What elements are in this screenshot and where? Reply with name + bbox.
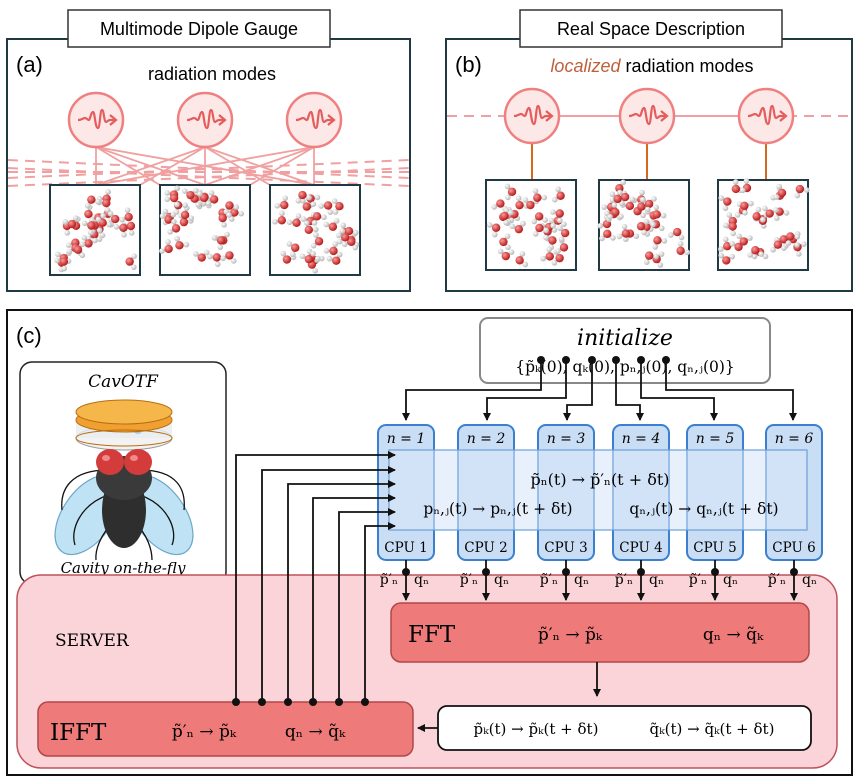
cpu-output-q-2: qₙ bbox=[494, 572, 509, 588]
ifft-box bbox=[37, 701, 414, 757]
cpu-output-p-6: p̃′ₙ bbox=[768, 572, 786, 588]
cpu-output-q-4: qₙ bbox=[649, 572, 664, 588]
cpu-name-3: CPU 3 bbox=[544, 540, 587, 556]
radiation-mode-icon bbox=[69, 93, 123, 147]
cpu-output-p-2: p̃′ₙ bbox=[460, 572, 478, 588]
panel-c-label: (c) bbox=[16, 323, 42, 348]
panel-a-caption: radiation modes bbox=[148, 64, 276, 84]
localized-mode-icon bbox=[505, 89, 559, 143]
panel-b-caption-rest: radiation modes bbox=[620, 56, 753, 76]
molecule-box-icon bbox=[485, 179, 577, 271]
cavotf-logo-title: CavOTF bbox=[88, 372, 159, 392]
cpu-index-4: n = 4 bbox=[622, 431, 661, 447]
ifft-eq-p: p̃′ₙ → p̃ₖ bbox=[172, 722, 237, 742]
molecule-box-icon bbox=[159, 184, 251, 276]
cpu-index-2: n = 2 bbox=[467, 431, 506, 447]
panel-a-coupling-lines bbox=[95, 146, 315, 186]
cpu-index-1: n = 1 bbox=[387, 431, 426, 447]
molecule-box-icon bbox=[597, 179, 691, 271]
cpu-index-3: n = 3 bbox=[547, 431, 586, 447]
connector-dots bbox=[232, 356, 798, 706]
panel-a-dashed-couplings bbox=[7, 159, 410, 187]
panel-b-coupling-lines bbox=[531, 143, 767, 180]
panel-c: (c) initialize {p̃ₖ(0), qₖ(0), pₙ,ⱼ(0), … bbox=[6, 309, 853, 776]
cpu-outputs: p̃′ₙ qₙ p̃′ₙ qₙ p̃′ₙ qₙ p̃′ₙ qₙ p̃′ₙ qₙ p̃′ₙ qₙ bbox=[380, 572, 817, 588]
cpu-name-5: CPU 5 bbox=[693, 540, 736, 556]
molecule-box-icon bbox=[49, 184, 141, 276]
panel-c-frame bbox=[6, 309, 853, 776]
shared-propagation-band bbox=[388, 449, 808, 531]
cpu-output-p-5: p̃′ₙ bbox=[689, 572, 707, 588]
cpu-name-4: CPU 4 bbox=[619, 540, 662, 556]
cpu-output-q-3: qₙ bbox=[574, 572, 589, 588]
propagate-eq-p: p̃ₖ(t) → p̃ₖ(t + δt) bbox=[474, 720, 599, 738]
panel-b-title-box bbox=[519, 9, 783, 48]
localized-mode-icon bbox=[620, 89, 674, 143]
panel-b-title: Real Space Description bbox=[557, 19, 745, 39]
cpu-labels: n = 1 CPU 1 n = 2 CPU 2 n = 3 CPU 3 n = 4 CPU 4… bbox=[384, 431, 815, 556]
fly-cavity-icon bbox=[54, 399, 194, 561]
radiation-mode-icon bbox=[178, 93, 232, 147]
panel-b-label: (b) bbox=[455, 52, 482, 77]
cpu-name-6: CPU 6 bbox=[772, 540, 815, 556]
cpu-output-p-1: p̃′ₙ bbox=[380, 572, 398, 588]
panel-b-caption: localized radiation modes bbox=[550, 56, 753, 76]
ifft-label: IFFT bbox=[50, 720, 107, 746]
panel-b-caption-localized: localized bbox=[550, 56, 621, 76]
fft-label: FFT bbox=[408, 622, 456, 648]
fft-eq-q: qₙ → q̃ₖ bbox=[703, 625, 764, 645]
eq-nuclear-position: qₙ,ⱼ(t) → qₙ,ⱼ(t + δt) bbox=[629, 500, 778, 518]
panel-a-title: Multimode Dipole Gauge bbox=[100, 19, 298, 39]
fft-box bbox=[390, 602, 810, 663]
ifft-eq-q: qₙ → q̃ₖ bbox=[285, 722, 346, 742]
initialize-box bbox=[479, 317, 771, 384]
cpu-name-2: CPU 2 bbox=[464, 540, 507, 556]
cpu-index-6: n = 6 bbox=[775, 431, 814, 447]
initialize-vars: {p̃ₖ(0), qₖ(0), pₙ,ⱼ(0), qₙ,ⱼ(0)} bbox=[515, 358, 735, 376]
panel-a-title-box bbox=[67, 9, 331, 48]
cavotf-logo-caption: Cavity on-the-fly bbox=[61, 559, 186, 577]
molecule-box-icon bbox=[269, 184, 361, 276]
eq-photon-propagation: p̃ₙ(t) → p̃′ₙ(t + δt) bbox=[530, 470, 669, 489]
cpu-name-1: CPU 1 bbox=[384, 540, 427, 556]
dataflow-arrows bbox=[235, 360, 798, 732]
cpu-output-p-4: p̃′ₙ bbox=[615, 572, 633, 588]
molecule-box-icon bbox=[717, 178, 810, 271]
cpu-output-p-3: p̃′ₙ bbox=[540, 572, 558, 588]
initialize-title: initialize bbox=[577, 326, 673, 351]
cpu-output-q-5: qₙ bbox=[723, 572, 738, 588]
localized-mode-icon bbox=[739, 89, 793, 143]
propagate-eq-q: q̃ₖ(t) → q̃ₖ(t + δt) bbox=[650, 720, 775, 738]
radiation-mode-icon bbox=[287, 93, 341, 147]
eq-nuclear-momentum: pₙ,ⱼ(t) → pₙ,ⱼ(t + δt) bbox=[423, 500, 572, 518]
cpu-index-5: n = 5 bbox=[696, 431, 735, 447]
cpu-output-q-1: qₙ bbox=[414, 572, 429, 588]
cpu-output-q-6: qₙ bbox=[802, 572, 817, 588]
server-label: SERVER bbox=[55, 631, 130, 651]
panel-a: Multimode Dipole Gauge (a) radiation mod… bbox=[6, 9, 411, 292]
panel-a-label: (a) bbox=[16, 52, 43, 77]
panel-b: Real Space Description (b) localized rad… bbox=[445, 9, 853, 292]
fft-eq-p: p̃′ₙ → p̃ₖ bbox=[538, 625, 603, 645]
